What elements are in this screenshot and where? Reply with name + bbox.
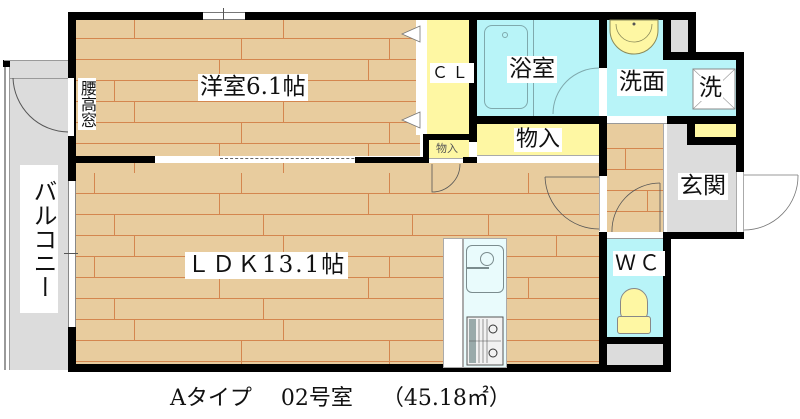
- ldk-label: ＬＤＫ13.1帖: [185, 252, 349, 279]
- balcony-post-top: [3, 60, 10, 67]
- partition-western-ldk-left: [68, 156, 155, 163]
- kitchen-faucet-icon: [467, 267, 489, 269]
- ldk-window-divider: [64, 253, 78, 254]
- washroom-wall-duct-right: [688, 12, 696, 60]
- caption-room-number: 02号室: [280, 386, 353, 411]
- toilet-tank-icon: [617, 316, 651, 334]
- ldk-door-swing-icon: [544, 176, 600, 230]
- wall-bottom: [68, 364, 604, 372]
- small-storage-wall-right: [463, 157, 477, 164]
- caption-area: （45.18㎡）: [381, 386, 511, 411]
- washroom-door: [607, 116, 667, 124]
- closet-door-arrow-top-icon: [401, 25, 421, 43]
- wc-door: [607, 232, 663, 239]
- washer-label: 洗: [698, 75, 723, 101]
- sliding-door-dash: [220, 158, 420, 159]
- wc-wall-left: [599, 232, 607, 372]
- wall-top-right-upper: [604, 12, 696, 20]
- hallway: [607, 124, 663, 236]
- bathroom-label: 浴室: [507, 56, 557, 83]
- small-storage-label: 物入: [436, 142, 458, 155]
- caption: Aタイプ 02号室 （45.18㎡）: [170, 388, 511, 410]
- shoe-box-wall: [687, 116, 695, 144]
- washroom-label: 洗面: [617, 69, 667, 96]
- toilet-label: ＷＣ: [613, 251, 665, 276]
- waist-window-label: 腰高窓: [78, 78, 97, 130]
- closet-door-arrow-bottom-icon: [401, 111, 421, 129]
- bathtub-drain-icon: [502, 32, 508, 38]
- wc-wall-bottom: [599, 365, 671, 372]
- balcony-top-edge2: [10, 78, 68, 79]
- wc-wall-right: [663, 232, 671, 372]
- toilet-door-swing-icon: [611, 182, 661, 234]
- balcony-rail-inner: [9, 62, 10, 370]
- entrance-door-swing-icon: [743, 174, 799, 231]
- washroom-wall-right: [736, 52, 744, 238]
- bathroom-wall-bottom: [477, 116, 607, 124]
- bathroom-wall-right: [599, 12, 607, 68]
- bathroom-door-gap: [599, 68, 607, 116]
- storage-wall-right: [599, 116, 607, 176]
- top-window-divider: [223, 8, 224, 22]
- small-storage-door-swing-icon: [431, 163, 461, 193]
- balcony-door-swing-icon: [12, 77, 69, 133]
- kitchen-sink-icon: [466, 245, 504, 293]
- caption-type: Aタイプ: [170, 386, 252, 411]
- washroom-wall-step: [663, 12, 671, 60]
- entrance-wall-bottom: [600, 232, 744, 239]
- washroom-wall-top-right: [663, 52, 744, 60]
- ldk: [76, 163, 599, 364]
- entrance-partition: [663, 124, 667, 236]
- kitchen-sink-drain-icon: [480, 252, 494, 266]
- balcony-label: バルコニー: [20, 165, 58, 313]
- kitchen-counter-back: [443, 238, 463, 368]
- large-storage-door: [477, 155, 599, 164]
- stove-icon: [466, 316, 504, 366]
- wc-duct: [607, 344, 663, 366]
- wall-top: [68, 12, 604, 20]
- entrance-label: 玄関: [678, 173, 728, 200]
- closet-door-strip: [416, 20, 427, 135]
- sliding-door-track: [155, 156, 356, 162]
- large-storage-label: 物入: [514, 127, 563, 152]
- balcony-top-edge: [4, 60, 68, 61]
- washbasin-icon: [609, 19, 659, 55]
- shoe-box: [695, 124, 736, 137]
- top-window: [203, 12, 245, 20]
- wc-wall-bottom-inner: [599, 337, 671, 344]
- western-room-label: 洋室6.1帖: [198, 74, 308, 101]
- hallway-ldk-door-gap: [599, 176, 607, 231]
- small-storage-wall-top: [423, 134, 473, 140]
- washroom-wall-bottom: [667, 116, 744, 124]
- small-storage-door: [429, 158, 463, 164]
- waist-window: [68, 78, 74, 136]
- balcony-rail-outer: [4, 60, 6, 370]
- small-storage-wall-left: [423, 134, 429, 164]
- shoe-box-wall-bottom: [687, 137, 744, 145]
- ldk-balcony-window: [68, 181, 76, 327]
- bathroom-door-swing-icon: [552, 67, 600, 115]
- closet-label: ＣＬ: [430, 63, 475, 83]
- entrance-door-gap: [736, 172, 744, 232]
- partition-western-ldk-right: [355, 157, 425, 163]
